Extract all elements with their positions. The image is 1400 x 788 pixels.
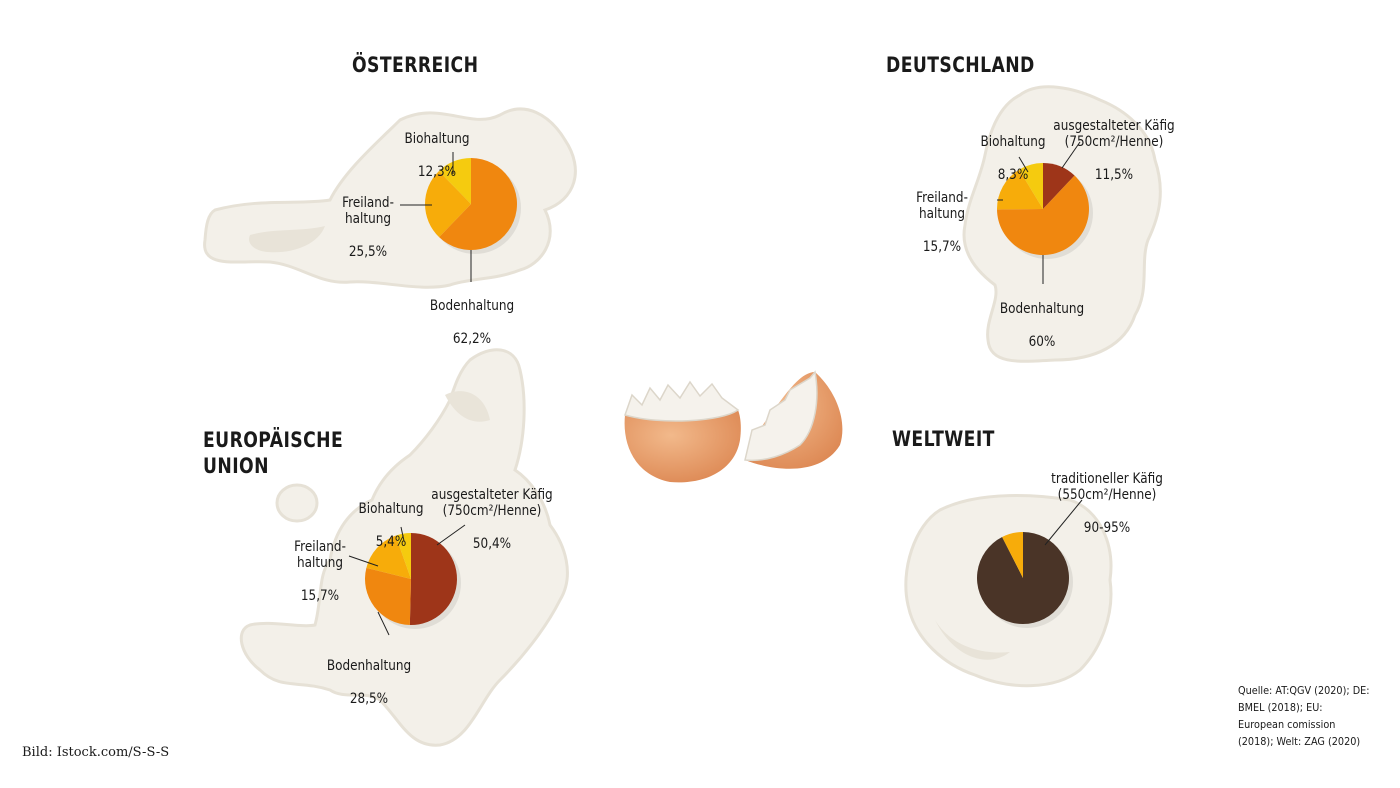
- label-europe-kaefig-name: ausgestalteter Käfig (750cm²/Henne): [431, 486, 553, 520]
- label-austria-freiland: Freiland- haltung 25,5%: [342, 178, 394, 261]
- label-europe-biohaltung-name: Biohaltung: [358, 500, 424, 517]
- image-credit: Bild: Istock.com/S-S-S: [22, 745, 170, 760]
- label-germany-freiland-name: Freiland- haltung: [916, 189, 968, 223]
- label-world-kaefig: traditioneller Käfig (550cm²/Henne) 90-9…: [1051, 454, 1163, 537]
- label-europe-biohaltung: Biohaltung 5,4%: [359, 484, 424, 550]
- pie-germany-slice-2: [996, 169, 1043, 210]
- egg-shell-left: [624, 380, 741, 483]
- source-note: Quelle: AT:QGV (2020); DE: BMEL (2018); …: [1238, 684, 1370, 749]
- label-austria-bodenhaltung-value: 62,2%: [452, 330, 492, 347]
- label-germany-biohaltung-value: 8,3%: [997, 166, 1029, 183]
- label-europe-freiland-name: Freiland- haltung: [294, 538, 346, 572]
- leader-line-europe-0: [400, 526, 405, 542]
- pie-europe-slice-1: [365, 567, 411, 625]
- label-germany-freiland: Freiland- haltung 15,7%: [916, 173, 968, 256]
- label-austria-biohaltung-name: Biohaltung: [404, 130, 470, 147]
- label-germany-biohaltung: Biohaltung 8,3%: [981, 117, 1046, 183]
- label-europe-freiland-value: 15,7%: [300, 588, 340, 605]
- leader-line-germany-0: [1018, 156, 1029, 173]
- leader-line-germany-1: [1061, 141, 1081, 169]
- label-germany-bodenhaltung-value: 60%: [1028, 333, 1056, 350]
- label-austria-biohaltung-value: 12,3%: [417, 163, 457, 180]
- egg-white-europe-shade: [445, 391, 490, 422]
- label-austria-freiland-name: Freiland- haltung: [342, 194, 394, 228]
- label-europe-bodenhaltung: Bodenhaltung 28,5%: [327, 641, 411, 707]
- title-europe: EUROPÄISCHE UNION: [203, 428, 344, 479]
- pie-austria-slice-2: [438, 158, 471, 204]
- leader-line-europe-1: [436, 524, 466, 546]
- label-germany-kaefig: ausgestalteter Käfig (750cm²/Henne) 11,5…: [1053, 101, 1174, 184]
- label-europe-kaefig: ausgestalteter Käfig (750cm²/Henne) 50,4…: [431, 470, 552, 553]
- pie-austria-slice-0: [439, 158, 517, 250]
- title-austria: ÖSTERREICH: [352, 53, 479, 77]
- leader-line-europe-3: [377, 611, 390, 636]
- leader-line-world-0: [1044, 499, 1083, 546]
- label-europe-biohaltung-value: 5,4%: [375, 533, 407, 550]
- pie-europe-slice-2: [366, 535, 411, 579]
- egg-white-austria-shade: [249, 226, 325, 253]
- pie-europe-slice-3: [395, 533, 411, 579]
- label-world-kaefig-name: traditioneller Käfig (550cm²/Henne): [1051, 470, 1163, 504]
- title-world: WELTWEIT: [892, 427, 995, 451]
- label-austria-biohaltung: Biohaltung 12,3%: [405, 114, 470, 180]
- egg-white-island: [275, 483, 319, 523]
- label-europe-bodenhaltung-name: Bodenhaltung: [326, 657, 412, 674]
- title-germany: DEUTSCHLAND: [886, 53, 1035, 77]
- pie-germany-slice-1: [997, 175, 1089, 255]
- label-germany-kaefig-value: 11,5%: [1094, 167, 1134, 184]
- label-germany-biohaltung-name: Biohaltung: [980, 133, 1046, 150]
- pie-germany-slice-3: [1019, 163, 1043, 209]
- pie-europe-slice-0: [409, 533, 457, 625]
- pie-world-slice-1: [1002, 532, 1023, 578]
- leader-line-europe-2: [348, 555, 379, 567]
- label-europe-kaefig-value: 50,4%: [472, 536, 512, 553]
- egg-shell-right: [744, 370, 843, 469]
- label-europe-bodenhaltung-value: 28,5%: [349, 690, 389, 707]
- label-austria-freiland-value: 25,5%: [348, 244, 388, 261]
- label-austria-bodenhaltung-name: Bodenhaltung: [429, 297, 515, 314]
- label-germany-kaefig-name: ausgestalteter Käfig (750cm²/Henne): [1053, 117, 1175, 151]
- label-germany-freiland-value: 15,7%: [922, 239, 962, 256]
- label-europe-freiland: Freiland- haltung 15,7%: [294, 522, 346, 605]
- egg-white-world-shade: [935, 620, 1010, 660]
- pie-austria-slice-1: [425, 171, 471, 238]
- pie-germany-slice-0: [1043, 163, 1075, 209]
- label-germany-bodenhaltung: Bodenhaltung 60%: [1000, 284, 1084, 350]
- label-world-kaefig-value: 90-95%: [1083, 520, 1131, 537]
- label-germany-bodenhaltung-name: Bodenhaltung: [999, 300, 1085, 317]
- label-austria-bodenhaltung: Bodenhaltung 62,2%: [430, 281, 514, 347]
